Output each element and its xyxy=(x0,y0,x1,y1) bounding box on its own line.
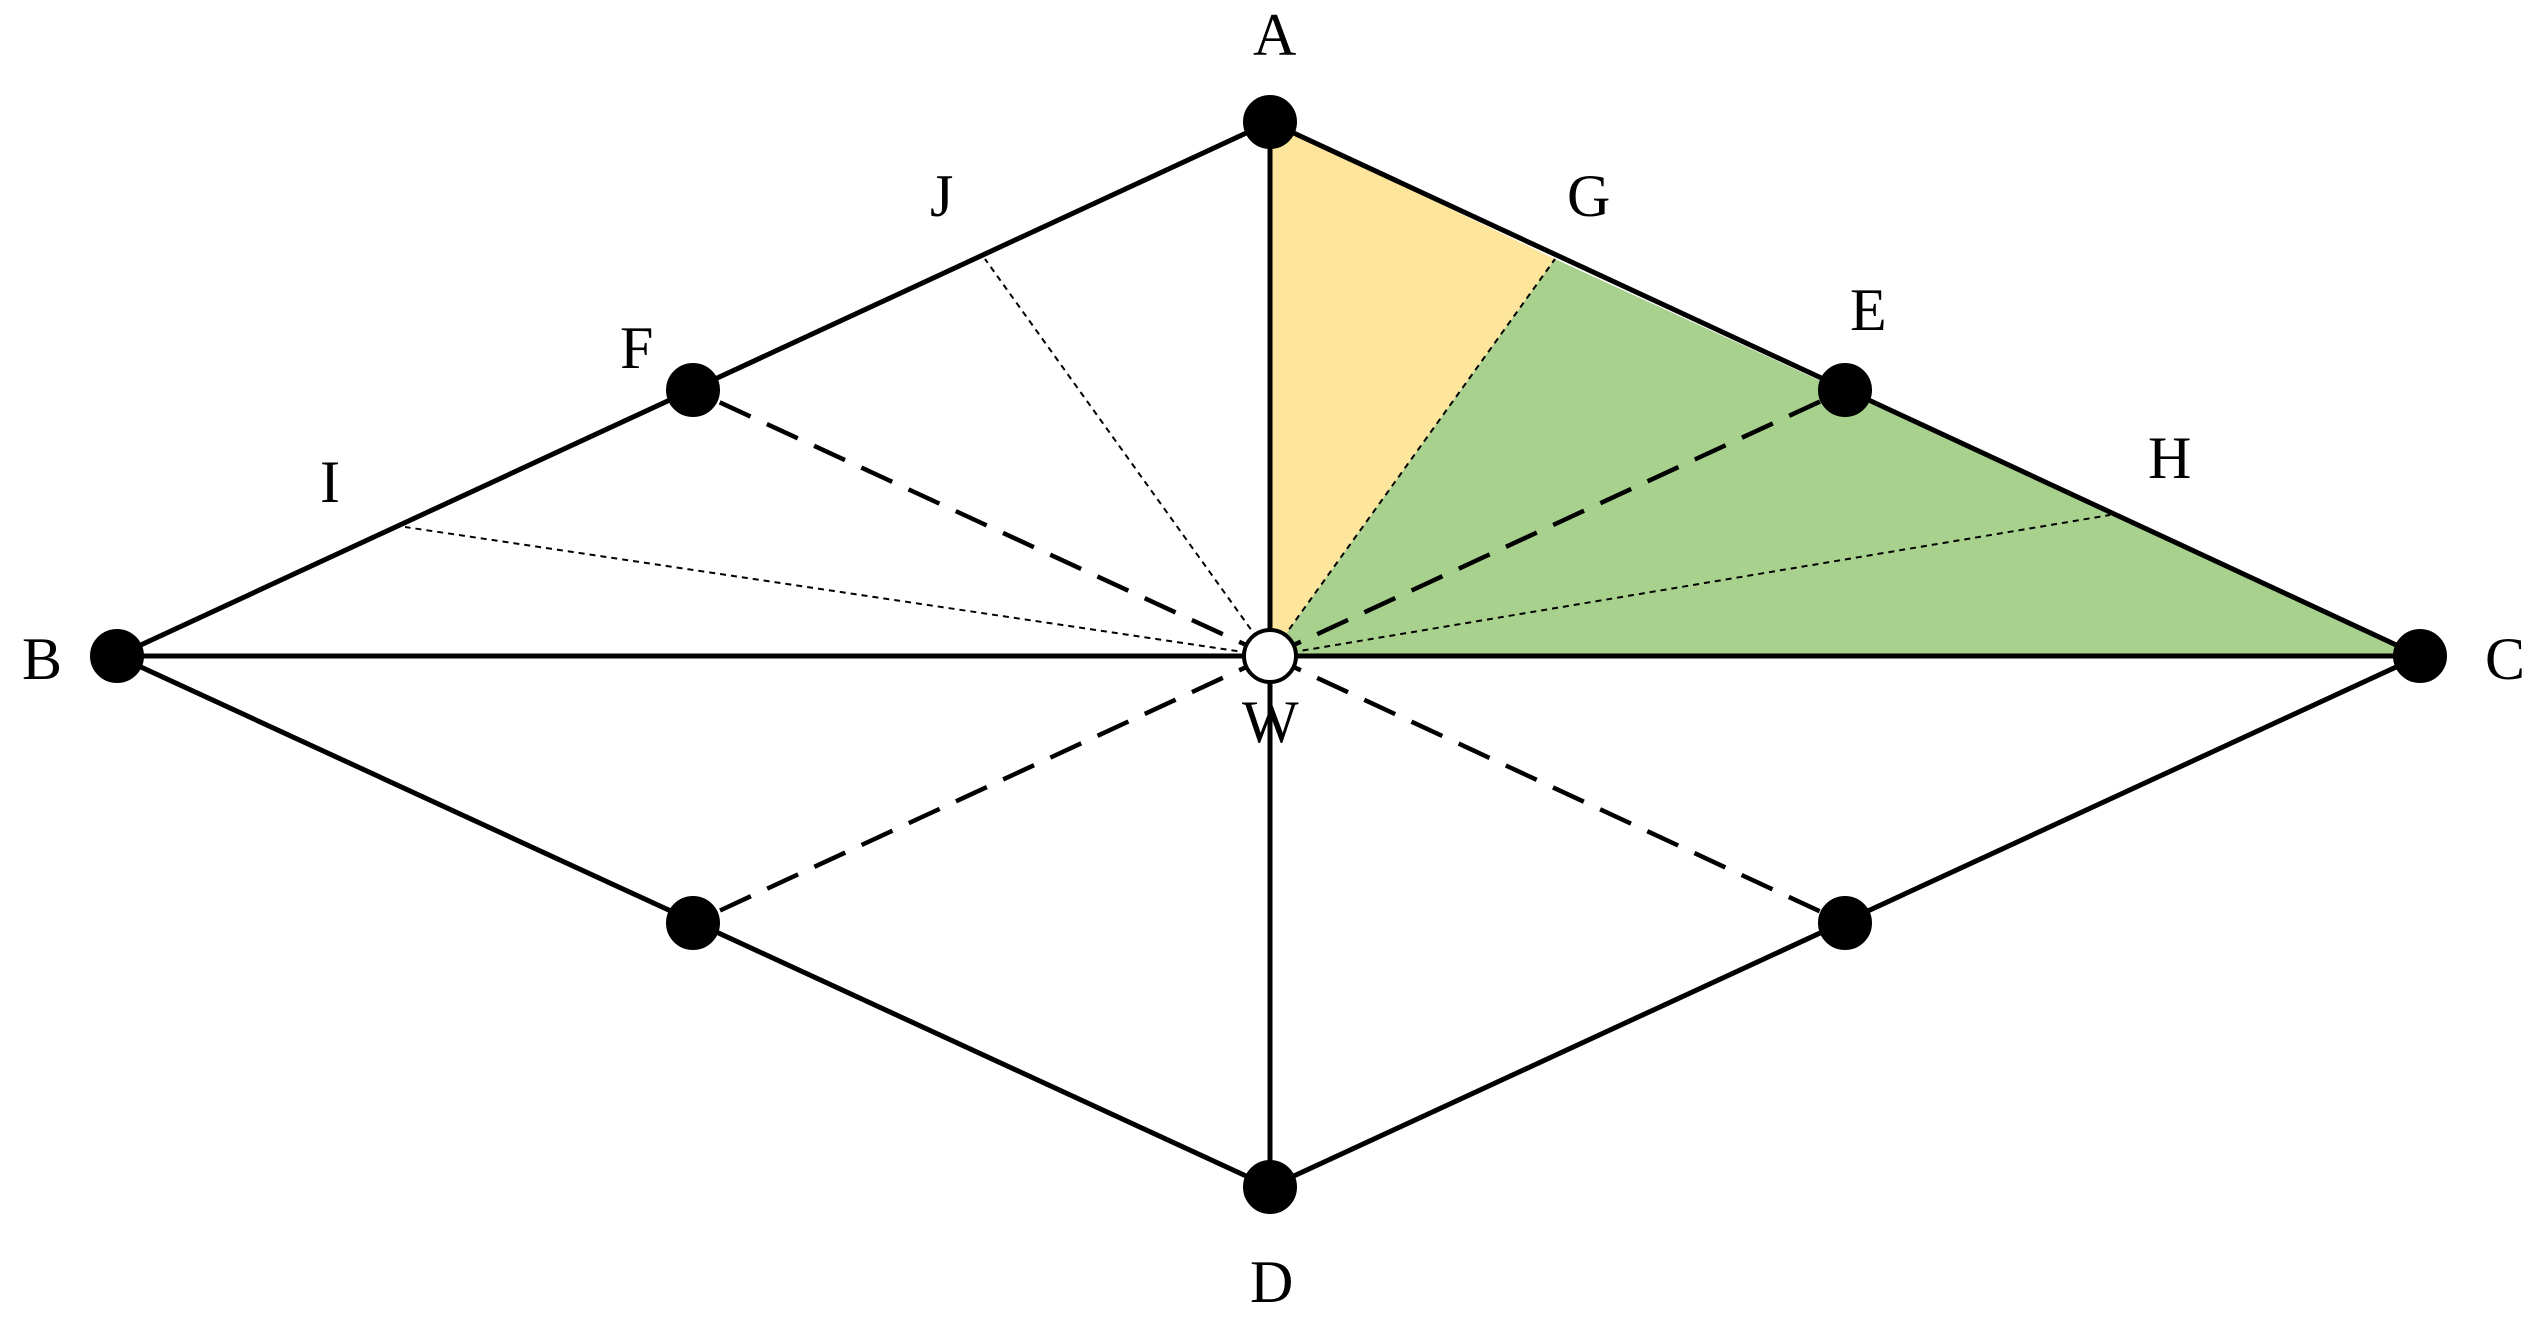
dotted-w-i xyxy=(404,526,1271,657)
green-shaded-region xyxy=(1270,259,2420,656)
dotted-w-j xyxy=(984,258,1271,657)
label-b: B xyxy=(22,626,62,692)
label-d: D xyxy=(1250,1249,1293,1315)
vertex-c xyxy=(2393,629,2447,683)
label-i: I xyxy=(320,449,340,515)
label-j: J xyxy=(930,163,953,229)
vertex-b xyxy=(90,629,144,683)
dashed-w-lower-right xyxy=(1269,653,1846,926)
label-g: G xyxy=(1567,163,1610,229)
dashed-w-f xyxy=(692,387,1271,659)
vertex-e xyxy=(1818,363,1872,417)
yellow-shaded-region xyxy=(1270,122,1555,656)
vertex-f xyxy=(666,363,720,417)
dashed-w-e xyxy=(1269,387,1846,659)
label-e: E xyxy=(1850,277,1887,343)
label-a: A xyxy=(1253,2,1296,68)
vertex-lower-left xyxy=(666,896,720,950)
label-c: C xyxy=(2485,626,2525,692)
dotted-w-g xyxy=(1269,258,1556,657)
vertex-lower-right xyxy=(1818,896,1872,950)
dashed-w-lower-left xyxy=(692,653,1271,926)
vertex-w xyxy=(1242,628,1298,684)
vertex-d xyxy=(1243,1160,1297,1214)
dotted-w-h xyxy=(1269,514,2111,657)
vertex-a xyxy=(1243,95,1297,149)
label-w: W xyxy=(1242,689,1299,755)
label-f: F xyxy=(620,315,653,381)
label-h: H xyxy=(2148,425,2191,491)
